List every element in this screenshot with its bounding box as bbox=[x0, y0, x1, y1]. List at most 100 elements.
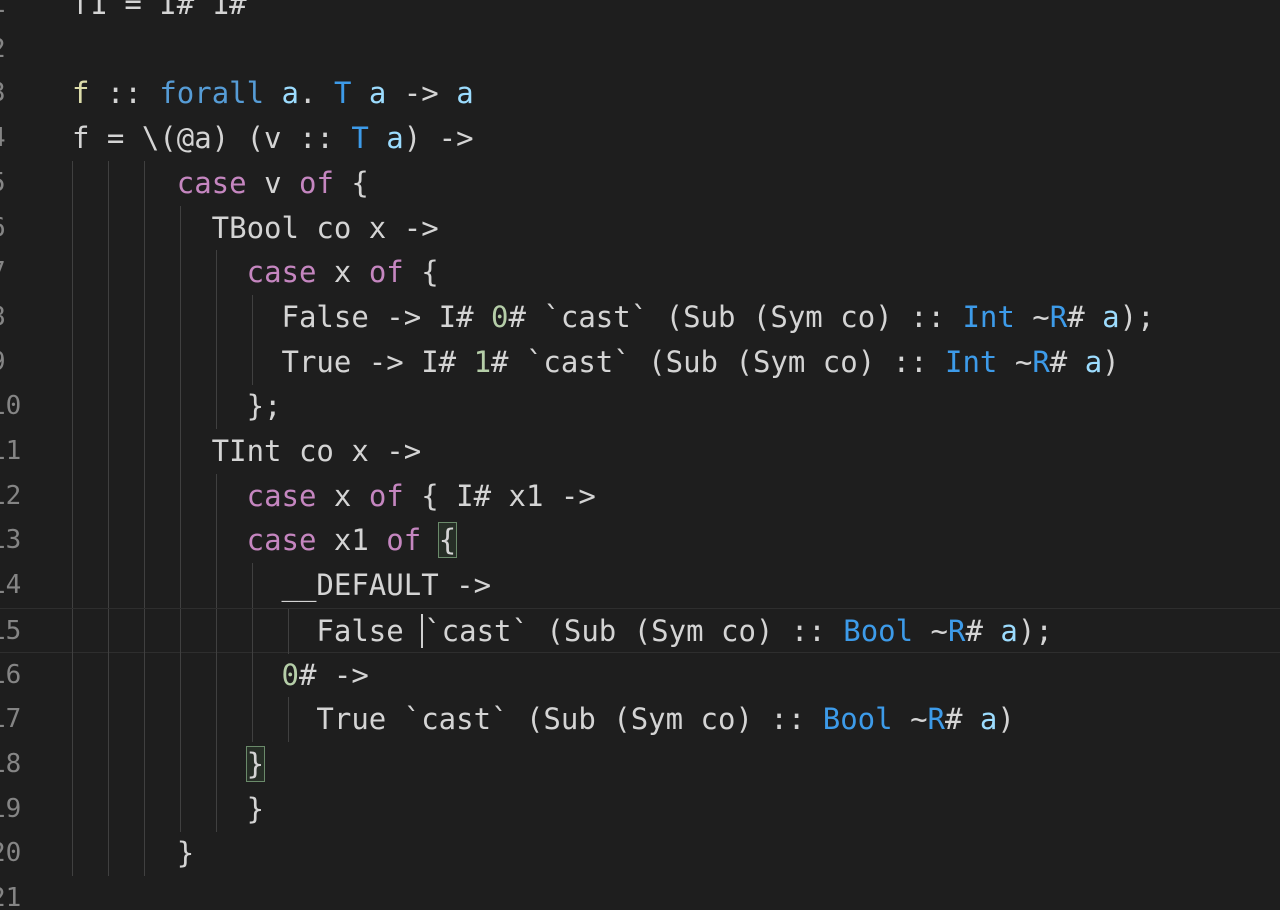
code-token: . bbox=[299, 76, 334, 111]
code-token: 1 bbox=[473, 344, 492, 379]
indent-guide bbox=[180, 652, 181, 698]
indent-guide bbox=[72, 294, 73, 340]
line-number: 14 bbox=[0, 570, 22, 601]
code-text[interactable]: f :: forall a. T a -> a bbox=[72, 71, 474, 116]
code-line[interactable]: 18 } bbox=[0, 741, 1280, 787]
code-text[interactable]: } bbox=[72, 742, 266, 787]
code-line[interactable]: 17 True `cast` (Sub (Sym co) :: Bool ~R#… bbox=[0, 697, 1280, 743]
code-text[interactable]: case x of { bbox=[72, 250, 439, 295]
indent-guide bbox=[180, 697, 181, 743]
code-token: x bbox=[316, 478, 369, 513]
indent-guide bbox=[180, 250, 181, 296]
indent-guide bbox=[72, 563, 73, 609]
code-line[interactable]: 13 case x1 of { bbox=[0, 518, 1280, 564]
indent-guide bbox=[144, 741, 145, 787]
line-number: 15 bbox=[0, 615, 22, 646]
line-number: 11 bbox=[0, 436, 22, 466]
code-text[interactable]: __DEFAULT -> bbox=[72, 563, 492, 608]
code-token bbox=[351, 76, 368, 110]
indent-guide bbox=[252, 294, 253, 340]
code-token bbox=[264, 76, 281, 110]
code-line[interactable]: 15 False `cast` (Sub (Sym co) :: Bool ~R… bbox=[0, 607, 1280, 654]
code-token: of bbox=[368, 478, 404, 513]
code-token: a bbox=[281, 76, 300, 111]
code-text[interactable]: } bbox=[72, 787, 264, 832]
code-text[interactable]: False `cast` (Sub (Sym co) :: Bool ~R# a… bbox=[72, 609, 1053, 654]
code-line[interactable]: 5 case v of { bbox=[0, 160, 1280, 206]
code-text[interactable]: TBool co x -> bbox=[72, 206, 439, 251]
code-token: { I# x1 -> bbox=[403, 478, 596, 513]
code-line[interactable]: 3f :: forall a. T a -> a bbox=[0, 71, 1280, 116]
code-line[interactable]: 2 bbox=[0, 27, 1280, 72]
indent-guide bbox=[108, 294, 109, 340]
indent-guide bbox=[180, 563, 181, 609]
code-text[interactable]: f = \(@a) (v :: T a) -> bbox=[72, 116, 474, 161]
code-text[interactable]: TInt co x -> bbox=[72, 429, 422, 474]
code-line[interactable]: 1f1 = I# 1# bbox=[0, 0, 1280, 27]
code-line[interactable]: 9 True -> I# 1# `cast` (Sub (Sym co) :: … bbox=[0, 339, 1280, 385]
indent-guide bbox=[252, 608, 253, 654]
code-line[interactable]: 11 TInt co x -> bbox=[0, 429, 1280, 474]
line-number: 16 bbox=[0, 659, 22, 690]
code-text[interactable]: } bbox=[72, 831, 194, 876]
code-line[interactable]: 20 } bbox=[0, 831, 1280, 877]
indent-guide bbox=[144, 786, 145, 832]
code-line[interactable]: 12 case x of { I# x1 -> bbox=[0, 473, 1280, 519]
code-token: a bbox=[368, 76, 387, 111]
code-text[interactable]: }; bbox=[72, 384, 282, 429]
code-line[interactable]: 21 bbox=[0, 876, 1280, 910]
code-text[interactable]: True `cast` (Sub (Sym co) :: Bool ~R# a) bbox=[72, 697, 1015, 742]
line-number: 17 bbox=[0, 704, 22, 735]
indent-guide bbox=[144, 384, 145, 430]
code-text[interactable]: case v of { bbox=[72, 161, 369, 206]
code-text[interactable]: 0# -> bbox=[72, 653, 369, 698]
indent-guide bbox=[180, 384, 181, 430]
code-text[interactable]: case x1 of { bbox=[72, 518, 458, 563]
indent-guide bbox=[72, 608, 73, 654]
indent-guide bbox=[144, 473, 145, 519]
indent-guide bbox=[180, 429, 181, 474]
indent-guide bbox=[144, 518, 145, 564]
indent-guide bbox=[144, 831, 145, 877]
code-line[interactable]: 16 0# -> bbox=[0, 652, 1280, 698]
indent-guide bbox=[180, 294, 181, 340]
code-line[interactable]: 8 False -> I# 0# `cast` (Sub (Sym co) ::… bbox=[0, 294, 1280, 340]
code-token: Int bbox=[945, 344, 998, 379]
code-text[interactable]: True -> I# 1# `cast` (Sub (Sym co) :: In… bbox=[72, 340, 1120, 385]
indent-guide bbox=[72, 250, 73, 296]
code-text[interactable]: f1 = I# 1# bbox=[72, 0, 247, 27]
code-token: R bbox=[1049, 299, 1068, 334]
code-token: x1 bbox=[316, 523, 387, 558]
code-text[interactable]: False -> I# 0# `cast` (Sub (Sym co) :: I… bbox=[72, 295, 1155, 340]
code-line[interactable]: 10 }; bbox=[0, 384, 1280, 430]
code-text[interactable]: case x of { I# x1 -> bbox=[72, 474, 596, 519]
code-line[interactable]: 19 } bbox=[0, 786, 1280, 832]
indent-guide bbox=[180, 608, 181, 654]
code-token: # bbox=[945, 702, 980, 737]
code-line[interactable]: 7 case x of { bbox=[0, 250, 1280, 296]
code-token: # `cast` (Sub (Sym co) :: bbox=[491, 344, 945, 379]
code-token: R bbox=[1032, 344, 1050, 379]
indent-guide bbox=[180, 518, 181, 564]
code-token: case bbox=[246, 255, 317, 290]
code-line[interactable]: 4 f = \(@a) (v :: T a) -> bbox=[0, 116, 1280, 161]
code-line[interactable]: 6 TBool co x -> bbox=[0, 205, 1280, 251]
code-token: a bbox=[979, 702, 998, 737]
indent-guide bbox=[180, 786, 181, 832]
code-token: ~ bbox=[913, 613, 948, 648]
code-token: Int bbox=[962, 299, 1015, 334]
code-token: x bbox=[316, 255, 369, 290]
line-number: 4 bbox=[0, 116, 14, 161]
code-token: ) -> bbox=[403, 121, 474, 156]
code-token: False -> I# bbox=[72, 299, 492, 334]
line-number: 13 bbox=[0, 525, 22, 556]
indent-guide bbox=[108, 339, 109, 385]
indent-guide bbox=[144, 429, 145, 474]
code-token: # `cast` (Sub (Sym co) :: bbox=[508, 299, 963, 334]
code-line[interactable]: 14 __DEFAULT -> bbox=[0, 563, 1280, 609]
line-number: 7 bbox=[0, 250, 14, 295]
indent-guide bbox=[216, 786, 217, 832]
code-token: ) bbox=[997, 702, 1015, 737]
code-token bbox=[72, 166, 177, 200]
